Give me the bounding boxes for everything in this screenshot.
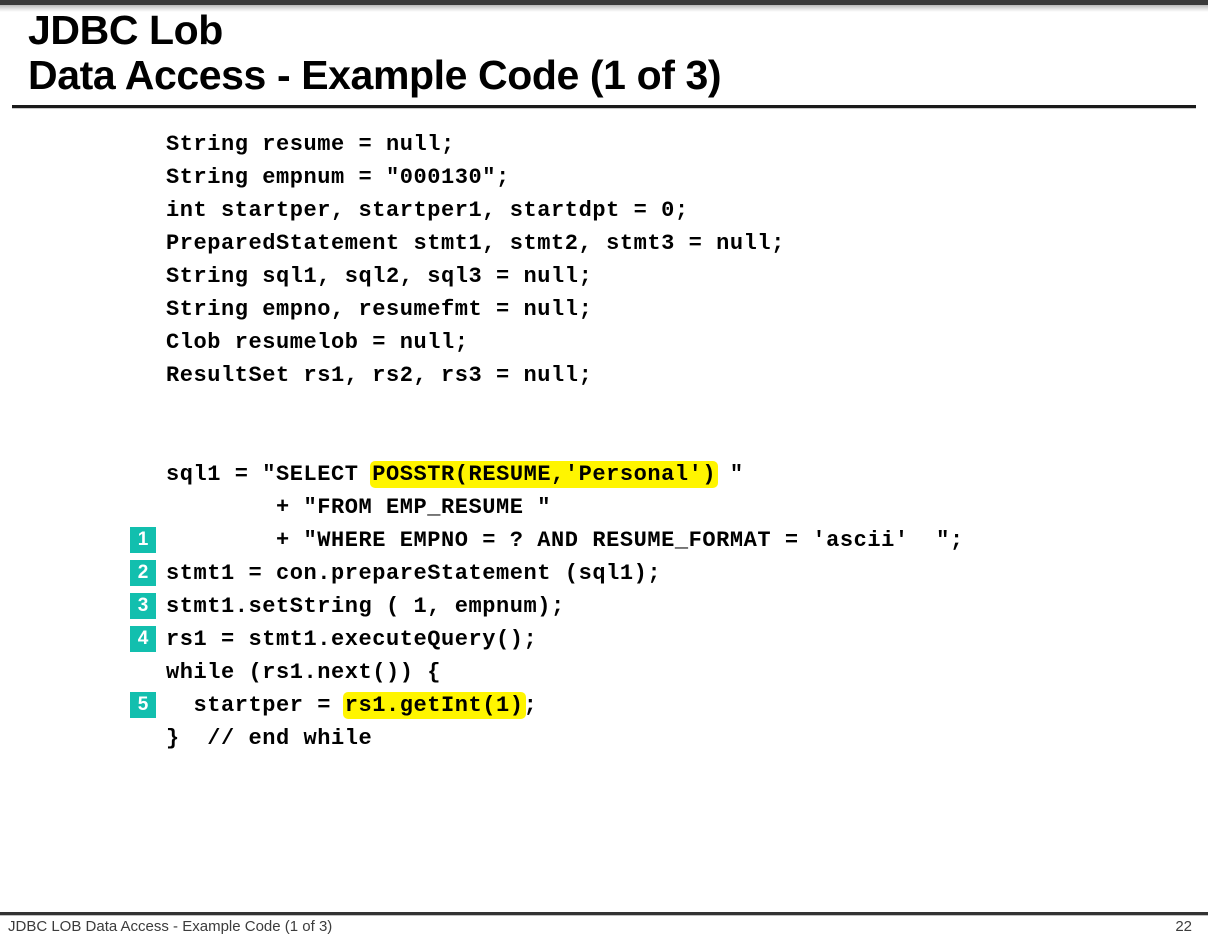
code-line-text: + "FROM EMP_RESUME "	[166, 495, 552, 520]
code-line: Clob resumelob = null;	[130, 326, 1190, 359]
code-line-text: int startper, startper1, startdpt = 0;	[166, 198, 689, 223]
code-line: String sql1, sql2, sql3 = null;	[130, 260, 1190, 293]
code-line: ResultSet rs1, rs2, rs3 = null;	[130, 359, 1190, 392]
slide-top-bar-shadow	[0, 5, 1208, 12]
code-segment: sql1 = "SELECT	[166, 462, 373, 487]
code-line: String empnum = "000130";	[130, 161, 1190, 194]
code-segment: startper =	[166, 693, 345, 718]
code-step-marker-slot	[130, 362, 156, 388]
step-number-badge: 1	[130, 527, 156, 553]
code-line: while (rs1.next()) {	[130, 656, 1190, 689]
code-step-marker-slot	[130, 296, 156, 322]
step-number-badge: 4	[130, 626, 156, 652]
highlighted-code-segment: POSSTR(RESUME,'Personal')	[370, 461, 719, 488]
code-segment: ;	[523, 693, 538, 718]
code-line-text: sql1 = "SELECT POSSTR(RESUME,'Personal')…	[166, 458, 744, 491]
code-line	[130, 392, 1190, 425]
code-segment: "	[716, 462, 744, 487]
code-step-marker-slot	[130, 263, 156, 289]
footer-rule	[0, 912, 1208, 916]
code-line-text: String sql1, sql2, sql3 = null;	[166, 264, 593, 289]
code-line: sql1 = "SELECT POSSTR(RESUME,'Personal')…	[130, 458, 1190, 491]
highlighted-code-segment: rs1.getInt(1)	[342, 692, 526, 719]
page-title: JDBC Lob Data Access - Example Code (1 o…	[28, 8, 1178, 98]
code-line-text: while (rs1.next()) {	[166, 660, 442, 685]
title-underline-rule	[12, 105, 1196, 109]
code-step-marker-slot	[130, 428, 156, 454]
code-line: 3 stmt1.setString ( 1, empnum);	[130, 590, 1190, 623]
slide-top-bar	[0, 0, 1208, 5]
title-line-2: Data Access - Example Code (1 of 3)	[28, 52, 722, 98]
code-step-marker-slot: 4	[130, 626, 156, 652]
code-step-marker-slot	[130, 461, 156, 487]
code-step-marker-slot	[130, 197, 156, 223]
code-line	[130, 425, 1190, 458]
code-line: 2 stmt1 = con.prepareStatement (sql1);	[130, 557, 1190, 590]
code-line-text: PreparedStatement stmt1, stmt2, stmt3 = …	[166, 231, 785, 256]
code-step-marker-slot	[130, 230, 156, 256]
code-step-marker-slot: 3	[130, 593, 156, 619]
code-step-marker-slot	[130, 131, 156, 157]
code-line-text: Clob resumelob = null;	[166, 330, 469, 355]
code-step-marker-slot: 2	[130, 560, 156, 586]
step-number-badge: 3	[130, 593, 156, 619]
code-step-marker-slot	[130, 329, 156, 355]
code-block: String resume = null; String empnum = "00…	[130, 128, 1190, 755]
code-line: 5 startper = rs1.getInt(1);	[130, 689, 1190, 722]
code-line-text: rs1 = stmt1.executeQuery();	[166, 627, 538, 652]
code-line-text: String resume = null;	[166, 132, 455, 157]
code-step-marker-slot	[130, 725, 156, 751]
step-number-badge: 2	[130, 560, 156, 586]
code-line-text: String empnum = "000130";	[166, 165, 510, 190]
title-line-1: JDBC Lob	[28, 7, 223, 53]
code-step-marker-slot	[130, 164, 156, 190]
footer-left-text: JDBC LOB Data Access - Example Code (1 o…	[8, 918, 333, 935]
code-line: String empno, resumefmt = null;	[130, 293, 1190, 326]
code-line: + "FROM EMP_RESUME "	[130, 491, 1190, 524]
code-line-text: } // end while	[166, 726, 373, 751]
code-line-text: stmt1.setString ( 1, empnum);	[166, 594, 565, 619]
code-step-marker-slot	[130, 659, 156, 685]
code-step-marker-slot: 5	[130, 692, 156, 718]
footer-page-number: 22	[1175, 918, 1192, 935]
code-line: 4 rs1 = stmt1.executeQuery();	[130, 623, 1190, 656]
code-line: PreparedStatement stmt1, stmt2, stmt3 = …	[130, 227, 1190, 260]
step-number-badge: 5	[130, 692, 156, 718]
code-step-marker-slot	[130, 494, 156, 520]
code-line-text: ResultSet rs1, rs2, rs3 = null;	[166, 363, 593, 388]
code-line-text: startper = rs1.getInt(1);	[166, 689, 537, 722]
code-line-text: + "WHERE EMPNO = ? AND RESUME_FORMAT = '…	[166, 528, 964, 553]
code-step-marker-slot	[130, 395, 156, 421]
footer: JDBC LOB Data Access - Example Code (1 o…	[0, 918, 1208, 946]
code-line: } // end while	[130, 722, 1190, 755]
code-line-text: String empno, resumefmt = null;	[166, 297, 593, 322]
code-line: int startper, startper1, startdpt = 0;	[130, 194, 1190, 227]
code-line: String resume = null;	[130, 128, 1190, 161]
code-line: 1 + "WHERE EMPNO = ? AND RESUME_FORMAT =…	[130, 524, 1190, 557]
code-step-marker-slot: 1	[130, 527, 156, 553]
code-line-text: stmt1 = con.prepareStatement (sql1);	[166, 561, 662, 586]
